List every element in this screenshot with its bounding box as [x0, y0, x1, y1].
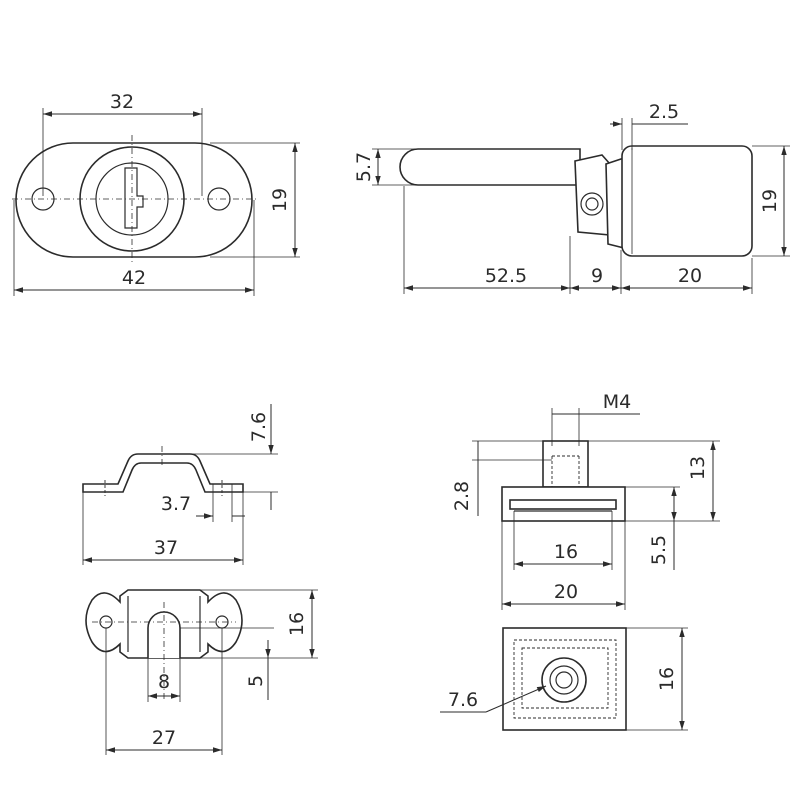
strike-inner-outline — [513, 639, 617, 719]
dim-label-8: 8 — [158, 671, 170, 693]
keyway-icon — [124, 167, 144, 229]
lock-body — [621, 145, 753, 257]
bolt-collar — [574, 154, 611, 236]
dim-label-7-6-bracket: 7.6 — [248, 412, 270, 442]
collar-screw-inner — [585, 197, 599, 211]
dim-label-5-7: 5.7 — [353, 152, 375, 182]
strike-top-view: 7.6 16 — [440, 627, 688, 731]
dim-label-9: 9 — [591, 265, 603, 287]
dim-label-3-7: 3.7 — [161, 493, 191, 515]
lock-bolt — [399, 148, 581, 186]
bracket-profile — [82, 453, 244, 493]
dim-label-52-5: 52.5 — [485, 265, 527, 287]
dim-label-5-5: 5.5 — [648, 535, 670, 565]
dim-label-19-front: 19 — [269, 188, 291, 212]
dim-label-20-strike: 20 — [554, 581, 578, 603]
strike-post — [542, 440, 589, 488]
bolt-hole-middle — [549, 665, 579, 695]
dim-label-2-8: 2.8 — [451, 481, 473, 511]
lock-side-view: 5.7 2.5 19 52.5 9 20 — [353, 101, 790, 294]
dim-label-5: 5 — [245, 675, 267, 687]
dim-label-16-strike: 16 — [554, 541, 578, 563]
dim-label-2-5: 2.5 — [649, 101, 679, 123]
strike-side-view: M4 2.8 13 5.5 16 20 — [451, 391, 720, 610]
dim-label-20-side: 20 — [678, 265, 702, 287]
dim-label-m4: M4 — [603, 391, 631, 413]
collar-screw — [580, 192, 604, 216]
bolt-hole-outer — [541, 657, 587, 703]
strike-recess — [509, 499, 617, 510]
dim-label-37: 37 — [154, 537, 178, 559]
dim-label-19-side: 19 — [759, 189, 781, 213]
dim-label-13: 13 — [687, 456, 709, 480]
bracket-side-view: 7.6 3.7 37 — [82, 404, 278, 565]
dim-label-7-6-strike: 7.6 — [448, 689, 478, 711]
strike-recess-outline — [521, 647, 609, 709]
dim-label-27: 27 — [152, 727, 176, 749]
dim-label-16-strike-top: 16 — [656, 667, 678, 691]
dim-label-16-bracket: 16 — [286, 612, 308, 636]
bracket-top-view: 16 5 8 27 — [85, 589, 318, 755]
dim-label-42: 42 — [122, 267, 146, 289]
lock-front-view: 32 42 19 — [12, 91, 300, 296]
bolt-hole-inner — [555, 671, 573, 689]
dim-label-32: 32 — [110, 91, 134, 113]
